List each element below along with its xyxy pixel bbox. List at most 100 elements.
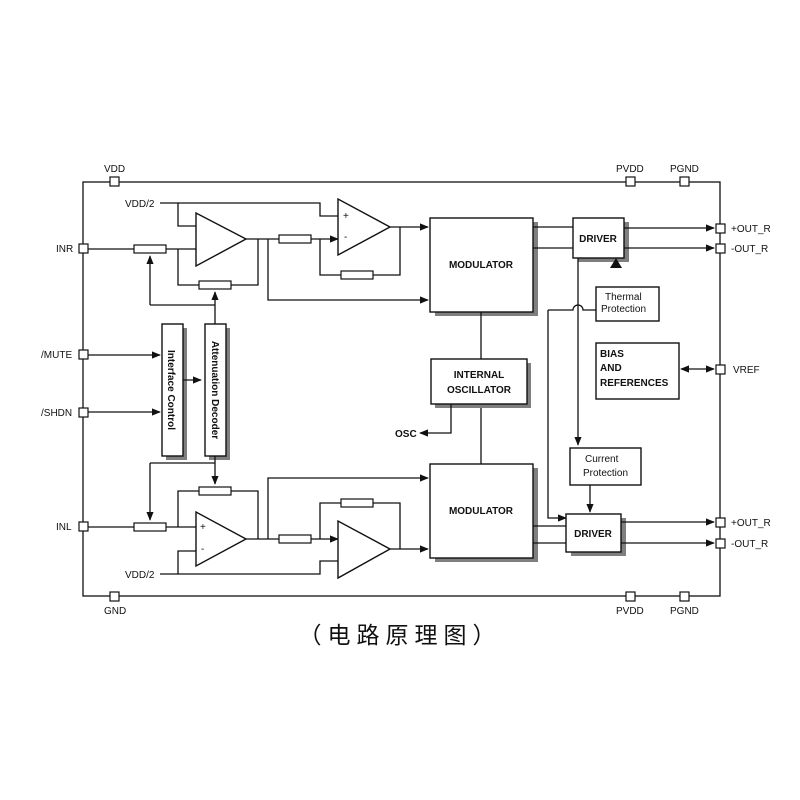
- preamp-bottom: [195, 510, 248, 568]
- modulator-top: [429, 217, 534, 313]
- pin-gnd: [109, 591, 120, 602]
- label-pgnd-bottom: PGND: [670, 606, 699, 617]
- wire: [160, 550, 196, 575]
- internal-oscillator-block: [430, 358, 528, 405]
- label-inl: INL: [56, 522, 72, 533]
- pin-out-r-minus-top: [715, 243, 726, 254]
- driver-bottom-label: DRIVER: [574, 529, 613, 540]
- wire: [267, 474, 429, 539]
- output-stage: DRIVER Thermal Protection BIAS AND REFER…: [533, 217, 715, 556]
- pin-out-r-plus-top: [715, 223, 726, 234]
- pin-pvdd-bottom: [625, 591, 636, 602]
- pin-out-r-plus-bottom: [715, 517, 726, 528]
- interface-control-label: Interface Control: [165, 350, 176, 430]
- error-amp-top: [337, 197, 392, 257]
- pin-labels: VDD PVDD PGND INR /MUTE /SHDN INL GND PV…: [41, 164, 771, 617]
- diagram-caption: （电路原理图）: [298, 623, 502, 649]
- label-out-r-plus-top: +OUT_R: [731, 224, 771, 235]
- modulator-top-label: MODULATOR: [449, 260, 514, 271]
- control-blocks: Interface Control Attenuation Decoder: [88, 291, 230, 485]
- wire: [547, 310, 567, 522]
- oscillator-label-line1: INTERNAL: [454, 370, 505, 381]
- label-vdd-top: VDD: [104, 164, 125, 175]
- series-resistor-top: [278, 234, 312, 244]
- wire: [160, 202, 196, 227]
- oscillator-label-line2: OSCILLATOR: [447, 385, 512, 396]
- wire-crossover: [548, 304, 596, 311]
- label-pgnd-top: PGND: [670, 164, 699, 175]
- thermal-label-line1: Thermal: [605, 292, 642, 303]
- minus-sign: -: [344, 232, 347, 243]
- pin-inr: [78, 243, 89, 254]
- preamp-top: [195, 211, 248, 268]
- plus-sign: +: [343, 211, 349, 222]
- current-label-line2: Protection: [583, 468, 628, 479]
- current-label-line1: Current: [585, 454, 619, 465]
- label-shdn: /SHDN: [41, 408, 72, 419]
- wire: [231, 239, 259, 286]
- label-vdd2-top: VDD/2: [125, 199, 155, 210]
- wire: [178, 560, 338, 575]
- label-out-r-plus-bottom: +OUT_R: [731, 518, 771, 529]
- modulator-bottom-label: MODULATOR: [449, 506, 514, 517]
- label-osc: OSC: [395, 429, 417, 440]
- pin-inl: [78, 521, 89, 532]
- wire: [177, 249, 199, 286]
- label-out-r-minus-top: -OUT_R: [731, 244, 768, 255]
- pin-shdn: [78, 407, 89, 418]
- thermal-label-line2: Protection: [601, 304, 646, 315]
- error-amp-bottom: [337, 519, 392, 580]
- minus-sign: -: [201, 544, 204, 555]
- input-resistor-top: [133, 244, 167, 254]
- interface-control-block: [161, 323, 184, 457]
- bias-label-line2: AND: [600, 363, 622, 374]
- driver-top-label: DRIVER: [579, 234, 618, 245]
- core-blocks: MODULATOR MODULATOR INTERNAL OSCILLATOR …: [395, 217, 538, 562]
- label-out-r-minus-bottom: -OUT_R: [731, 539, 768, 550]
- wire: [177, 490, 199, 527]
- wire: [231, 490, 259, 539]
- modulator-bottom: [429, 463, 534, 559]
- wire: [178, 202, 338, 217]
- input-resistor-bottom: [133, 522, 167, 532]
- chip-outline: [82, 181, 721, 597]
- integrator-resistor-bottom: [340, 498, 374, 508]
- plus-sign: +: [200, 522, 206, 533]
- upper-channel: VDD/2 + -: [88, 197, 429, 306]
- pin-mute: [78, 349, 89, 360]
- label-inr: INR: [56, 244, 73, 255]
- feedback-resistor-bottom: [198, 486, 232, 496]
- wire: [267, 239, 429, 304]
- integrator-resistor-top: [340, 270, 374, 280]
- pin-out-r-minus-bottom: [715, 538, 726, 549]
- label-vdd2-bottom: VDD/2: [125, 570, 155, 581]
- current-protection-block: [569, 447, 642, 486]
- wire: [319, 239, 341, 276]
- feedback-resistor-top: [198, 280, 232, 290]
- label-mute: /MUTE: [41, 350, 72, 361]
- label-gnd: GND: [104, 606, 126, 617]
- wire: [373, 502, 401, 549]
- label-vref: VREF: [733, 365, 760, 376]
- bias-references-block: [595, 342, 680, 400]
- wire: [319, 502, 341, 539]
- pin-pvdd-top: [625, 176, 636, 187]
- thermal-protection-block: [595, 286, 660, 322]
- pin-vref: [715, 364, 726, 375]
- label-pvdd-bottom: PVDD: [616, 606, 644, 617]
- pins: [78, 176, 726, 602]
- lower-channel: + - VDD/2: [88, 463, 429, 581]
- driver-top: [572, 217, 625, 259]
- wire: [419, 404, 452, 437]
- wire: [373, 227, 401, 276]
- arrow-up-icon: [610, 258, 622, 268]
- pin-pgnd-bottom: [679, 591, 690, 602]
- driver-bottom: [565, 513, 622, 553]
- pin-pgnd-top: [679, 176, 690, 187]
- attenuation-decoder-label: Attenuation Decoder: [209, 341, 220, 439]
- bias-label-line3: REFERENCES: [600, 378, 669, 389]
- label-pvdd-top: PVDD: [616, 164, 644, 175]
- series-resistor-bottom: [278, 534, 312, 544]
- bias-label-line1: BIAS: [600, 349, 624, 360]
